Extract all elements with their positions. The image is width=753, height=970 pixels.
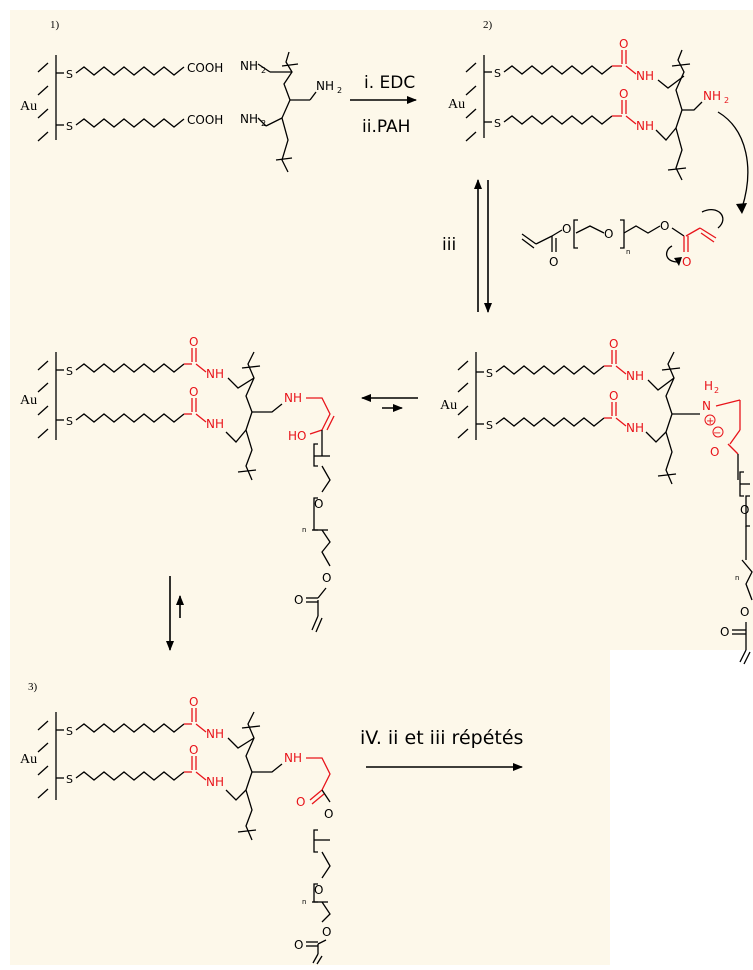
carbonyl-o-label: O bbox=[549, 255, 558, 269]
svg-text:2: 2 bbox=[724, 96, 729, 105]
ester-o-label: O bbox=[740, 605, 749, 619]
enolate-o-label: O bbox=[710, 445, 719, 459]
carbonyl-o-label: O bbox=[619, 87, 628, 101]
carbonyl-o-label: O bbox=[720, 625, 729, 639]
amine-n-label: NH bbox=[284, 751, 302, 765]
sulfur-label: S bbox=[66, 365, 73, 378]
carbonyl-o-label: O bbox=[682, 255, 691, 269]
panel-background-bottom bbox=[10, 650, 610, 965]
ether-o-label: O bbox=[740, 503, 749, 517]
sulfur-label: S bbox=[494, 67, 501, 80]
ester-o-label: O bbox=[660, 219, 669, 233]
structure-zwitterion-pah: H 2 N + − O O n O O bbox=[645, 351, 753, 665]
amide-nh-label: NH bbox=[636, 69, 654, 83]
panel-background-top bbox=[10, 10, 753, 650]
amine-label: NH bbox=[240, 112, 258, 126]
carbonyl-o-label: O bbox=[294, 938, 303, 952]
sulfur-label: S bbox=[66, 68, 73, 81]
gold-label: Au bbox=[440, 398, 457, 413]
ester-o-label: O bbox=[562, 222, 571, 236]
structure-2-amide: O NH O NH bbox=[612, 37, 654, 133]
structure-2-pah: NH 2 bbox=[655, 49, 729, 181]
sulfur-label: S bbox=[66, 773, 73, 786]
structure-zwitterion-surface: Au S S O NH O NH bbox=[440, 337, 644, 440]
minus-charge: − bbox=[713, 428, 721, 439]
ether-o-label: O bbox=[314, 497, 323, 511]
sulfur-label: S bbox=[486, 419, 493, 432]
carboxyl-label: COOH bbox=[187, 61, 223, 75]
sulfur-label: S bbox=[494, 117, 501, 130]
svg-text:2: 2 bbox=[261, 119, 266, 128]
amine-label: NH bbox=[316, 79, 334, 93]
repeat-n-label: n bbox=[302, 526, 306, 534]
amide-nh-label: NH bbox=[206, 727, 224, 741]
peg-diacrylate: O O O n O O bbox=[521, 209, 724, 269]
amine-label: NH bbox=[703, 89, 721, 103]
enol-oh-label: HO bbox=[288, 429, 306, 443]
carbonyl-o-label: O bbox=[296, 795, 305, 809]
repeat-n-label: n bbox=[626, 248, 630, 256]
repeat-n-label: n bbox=[735, 574, 739, 582]
svg-text:2: 2 bbox=[337, 86, 342, 95]
gold-label: Au bbox=[20, 393, 37, 408]
structure-1-pah: NH 2 NH 2 NH 2 bbox=[240, 51, 342, 173]
carbonyl-o-label: O bbox=[189, 335, 198, 349]
amide-nh-label: NH bbox=[626, 369, 644, 383]
ester-o-label: O bbox=[322, 925, 331, 939]
plus-charge: + bbox=[706, 416, 714, 427]
ester-o-label: O bbox=[324, 807, 333, 821]
amine-label: NH bbox=[240, 59, 258, 73]
carbonyl-o-label: O bbox=[609, 337, 618, 351]
structure-final-surface: Au S S O NH O NH bbox=[20, 695, 224, 800]
reagent-repeat-label: iV. ii et iii répétés bbox=[360, 727, 523, 749]
sulfur-label: S bbox=[66, 120, 73, 133]
carbonyl-o-label: O bbox=[189, 743, 198, 757]
structure-2-surface: Au S S bbox=[448, 55, 613, 142]
amide-nh-label: NH bbox=[206, 775, 224, 789]
gold-label: Au bbox=[448, 97, 465, 112]
carbonyl-o-label: O bbox=[609, 389, 618, 403]
sulfur-label: S bbox=[486, 367, 493, 380]
amide-nh-label: NH bbox=[626, 421, 644, 435]
amide-nh-label: NH bbox=[206, 367, 224, 381]
structure-final-pah: NH O O O n O O bbox=[225, 711, 333, 965]
ether-o-label: O bbox=[314, 883, 323, 897]
ammonium-h-label: H bbox=[704, 379, 713, 393]
curved-attack-arrow bbox=[717, 111, 749, 209]
structure-1-surface: Au S S COOH COOH bbox=[20, 55, 223, 142]
sulfur-label: S bbox=[66, 725, 73, 738]
amide-nh-label: NH bbox=[636, 119, 654, 133]
step-label-1: 1) bbox=[50, 19, 60, 31]
gold-label: Au bbox=[20, 752, 37, 767]
structure-enol-pah: NH HO O n O O bbox=[225, 351, 335, 633]
carbonyl-o-label: O bbox=[294, 593, 303, 607]
ester-o-label: O bbox=[322, 571, 331, 585]
reagent-pah-label: ii.PAH bbox=[362, 117, 410, 137]
sulfur-label: S bbox=[66, 415, 73, 428]
carbonyl-o-label: O bbox=[189, 695, 198, 709]
carbonyl-o-label: O bbox=[189, 385, 198, 399]
ammonium-n-label: N bbox=[702, 399, 711, 413]
amine-n-label: NH bbox=[284, 391, 302, 405]
ether-o-label: O bbox=[604, 227, 613, 241]
svg-text:2: 2 bbox=[714, 386, 719, 395]
amide-nh-label: NH bbox=[206, 417, 224, 431]
carbonyl-o-label: O bbox=[619, 37, 628, 51]
carboxyl-label: COOH bbox=[187, 113, 223, 127]
structure-enol-surface: Au S S O NH O NH bbox=[20, 335, 224, 440]
svg-text:2: 2 bbox=[261, 66, 266, 75]
repeat-n-label: n bbox=[302, 898, 306, 906]
step-label-2: 2) bbox=[483, 19, 493, 31]
reagent-iii-label: iii bbox=[442, 235, 456, 255]
reagent-edc-label: i. EDC bbox=[364, 73, 415, 93]
step-label-3: 3) bbox=[28, 681, 38, 693]
gold-label: Au bbox=[20, 99, 37, 114]
